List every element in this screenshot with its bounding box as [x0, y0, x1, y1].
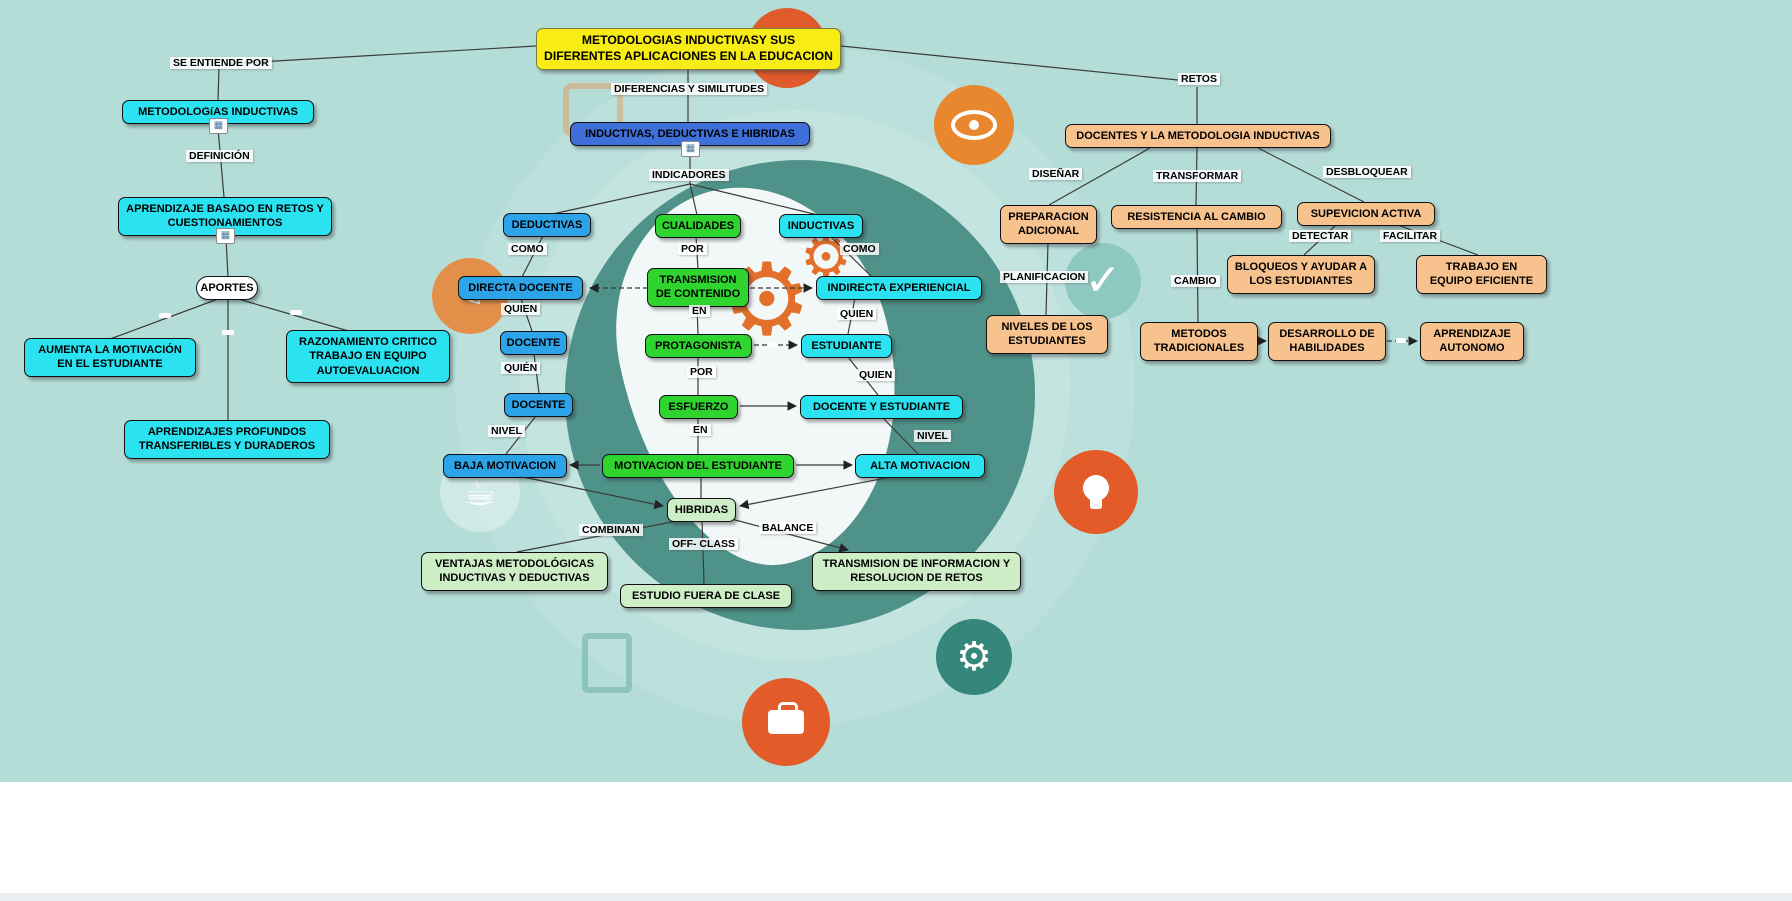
node-esfuerzo[interactable]: ESFUERZO [659, 395, 738, 420]
node-preparacion-adicional[interactable]: PREPARACION ADICIONAL [1000, 205, 1097, 244]
edge-label-detectar: DETECTAR [1289, 230, 1352, 242]
node-aportes[interactable]: APORTES [196, 276, 258, 301]
edge-label-en-2: EN [690, 424, 711, 436]
node-trabajo-equipo-eficiente[interactable]: TRABAJO EN EQUIPO EFICIENTE [1416, 255, 1547, 294]
edge-label-indicadores: INDICADORES [649, 169, 729, 181]
node-metodos-tradicionales[interactable]: METODOS TRADICIONALES [1140, 322, 1258, 361]
edge-label-balance: BALANCE [759, 522, 817, 534]
edge-label-se-entiende-por: SE ENTIENDE POR [170, 57, 272, 69]
edge-label-por-2: POR [687, 366, 716, 378]
node-aprendizajes-profundos[interactable]: APRENDIZAJES PROFUNDOS TRANSFERIBLES Y D… [124, 420, 330, 459]
node-transmision-contenido[interactable]: TRANSMISION DE CONTENIDO [647, 268, 749, 307]
edge-label-quien-1: QUIEN [501, 303, 541, 315]
edge-label-off-class: OFF- CLASS [669, 538, 738, 550]
edge-label-quien-2: QUIEN [837, 308, 877, 320]
node-baja-motivacion[interactable]: BAJA MOTIVACION [443, 454, 567, 479]
node-directa-docente[interactable]: DIRECTA DOCENTE [458, 276, 583, 301]
edge-label-transformar: TRANSFORMAR [1153, 170, 1242, 182]
edge-label-en-1: EN [689, 305, 710, 317]
edge-label-planificacion: PLANIFICACION [1000, 271, 1089, 283]
node-indirecta-experiencial[interactable]: INDIRECTA EXPERIENCIAL [816, 276, 982, 301]
node-supervision-activa[interactable]: SUPEVICION ACTIVA [1297, 202, 1435, 227]
edge-label-por-1: POR [678, 243, 707, 255]
node-aumenta-motivacion[interactable]: AUMENTA LA MOTIVACIÓN EN EL ESTUDIANTE [24, 338, 196, 377]
briefcase-icon [742, 678, 830, 766]
gear-icon: ⚙ [936, 619, 1012, 695]
image-attachment-icon[interactable]: ▦ [681, 141, 700, 157]
node-bloqueos-ayudar-estudiantes[interactable]: BLOQUEOS Y AYUDAR A LOS ESTUDIANTES [1227, 255, 1375, 294]
node-niveles-estudiantes[interactable]: NIVELES DE LOS ESTUDIANTES [986, 315, 1108, 354]
edge-label-disenar: DISEÑAR [1029, 168, 1083, 180]
node-desarrollo-habilidades[interactable]: DESARROLLO DE HABILIDADES [1268, 322, 1386, 361]
node-deductivas[interactable]: DEDUCTIVAS [503, 213, 591, 238]
node-transmision-resolucion-retos[interactable]: TRANSMISION DE INFORMACION Y RESOLUCION … [812, 552, 1021, 591]
edge-label-diferencias-similitudes: DIFERENCIAS Y SIMILITUDES [611, 83, 768, 95]
node-inductivas[interactable]: INDUCTIVAS [779, 214, 863, 239]
node-aprendizaje-autonomo[interactable]: APRENDIZAJE AUTONOMO [1420, 322, 1524, 361]
edge-label-como-2: COMO [840, 243, 879, 255]
edge-label-definicion: DEFINICIÓN [186, 150, 253, 162]
bottom-bar [0, 893, 1792, 901]
node-razonamiento-critico[interactable]: RAZONAMIENTO CRITICO TRABAJO EN EQUIPO A… [286, 330, 450, 383]
edge-label-facilitar: FACILITAR [1380, 230, 1441, 242]
node-hibridas[interactable]: HIBRIDAS [667, 498, 736, 523]
node-alta-motivacion[interactable]: ALTA MOTIVACION [855, 454, 985, 479]
node-docente-2[interactable]: DOCENTE [504, 393, 573, 418]
node-estudiante[interactable]: ESTUDIANTE [801, 334, 892, 359]
node-motivacion-del-estudiante[interactable]: MOTIVACION DEL ESTUDIANTE [602, 454, 794, 479]
node-protagonista[interactable]: PROTAGONISTA [645, 334, 752, 359]
edge-label-quien-3: QUIÉN [501, 362, 541, 374]
node-main-title[interactable]: METODOLOGIAS INDUCTIVASY SUS DIFERENTES … [536, 28, 841, 70]
lightbulb-icon [1054, 450, 1138, 534]
node-estudio-fuera-de-clase[interactable]: ESTUDIO FUERA DE CLASE [620, 584, 792, 609]
edge-label-quien-4: QUIEN [856, 369, 896, 381]
edge-label-cambio: CAMBIO [1171, 275, 1220, 287]
node-cualidades[interactable]: CUALIDADES [655, 214, 741, 239]
edge-label-como-1: COMO [508, 243, 547, 255]
node-inductivas-deductivas-hibridas[interactable]: INDUCTIVAS, DEDUCTIVAS E HIBRIDAS [570, 122, 810, 147]
edge-label-combinan: COMBINAN [579, 524, 643, 536]
node-docentes-metodologia-inductivas[interactable]: DOCENTES Y LA METODOLOGIA INDUCTIVAS [1065, 124, 1331, 149]
edge-label-retos: RETOS [1178, 73, 1220, 85]
node-docente-1[interactable]: DOCENTE [500, 331, 567, 356]
edge-label-nivel-1: NIVEL [488, 425, 525, 437]
node-ventajas-metodologicas[interactable]: VENTAJAS METODOLÓGICAS INDUCTIVAS Y DEDU… [421, 552, 608, 591]
image-attachment-icon[interactable]: ▦ [216, 228, 235, 244]
node-resistencia-al-cambio[interactable]: RESISTENCIA AL CAMBIO [1111, 205, 1282, 230]
eye-icon [934, 85, 1014, 165]
node-docente-y-estudiante[interactable]: DOCENTE Y ESTUDIANTE [800, 395, 963, 420]
edge-label-desbloquear: DESBLOQUEAR [1323, 166, 1411, 178]
document-icon [582, 633, 632, 693]
edge-label-nivel-2: NIVEL [914, 430, 951, 442]
image-attachment-icon[interactable]: ▦ [209, 118, 228, 134]
